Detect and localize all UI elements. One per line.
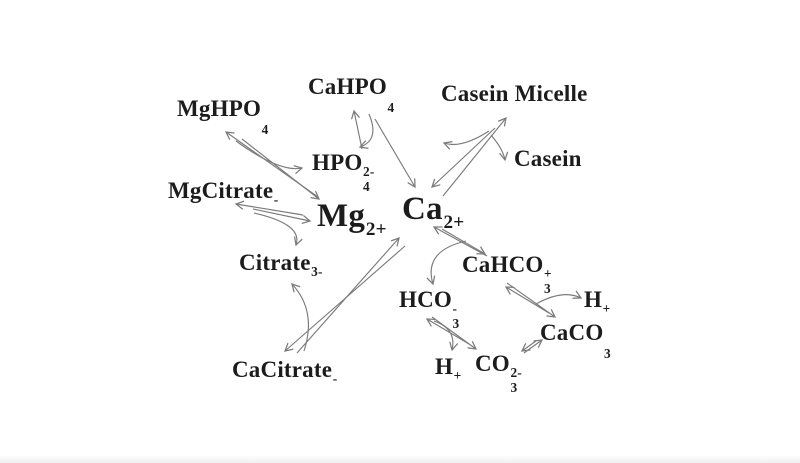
node-h-bottom: H+ [435, 355, 461, 399]
formula-sup: + [453, 368, 462, 383]
formula-base: HPO [312, 150, 363, 175]
formula-sup: - [273, 192, 279, 207]
formula-base: Casein Micelle [441, 81, 588, 106]
formula-base: MgHPO [177, 96, 262, 121]
formula-sub [311, 279, 323, 294]
formula-sup: 2- [510, 365, 522, 380]
arrow-branch-to-citrate [253, 212, 303, 247]
node-cacitrate: CaCitrate- [232, 358, 337, 402]
formula-base: Mg [317, 198, 366, 234]
formula-sub: 3 [544, 281, 551, 297]
formula-sup: 2- [362, 164, 375, 179]
formula-sup: + [602, 301, 611, 316]
formula-sub [366, 241, 387, 263]
arrow-branch-to-h-bottom [433, 320, 458, 352]
node-mgcitrate: MgCitrate- [168, 179, 278, 223]
formula-base: Casein [514, 146, 582, 171]
formula-base: CaHCO [462, 252, 544, 277]
node-h-right: H+ [584, 288, 610, 332]
formula-base: Citrate [239, 250, 311, 275]
formula-sub [333, 386, 338, 401]
formula-sup [262, 107, 269, 122]
formula-sub: 3 [603, 346, 611, 361]
arrow-cahpo4-to-hpo4 [358, 113, 374, 149]
formula-base: CaCO [540, 320, 604, 345]
formula-sup: 2+ [443, 211, 465, 233]
arrow-micelle-to-ca [431, 127, 496, 188]
arrow-cahpo4-to-ca [374, 118, 416, 189]
arrow-cahco3-to-ca [432, 226, 488, 257]
arrow-mgcitrate-to-mg [252, 208, 312, 224]
formula-sub: 4 [387, 100, 395, 115]
arrow-branch-to-h-right [535, 290, 583, 305]
node-hco3: HCO-3 [399, 288, 459, 332]
arrow-co3-to-hco3 [425, 318, 470, 345]
formula-sub [274, 207, 279, 222]
formula-base: CaCitrate [232, 357, 333, 382]
formula-sup: 2+ [365, 218, 387, 240]
formula-sup: 3- [311, 264, 323, 279]
formula-base: MgCitrate [168, 178, 274, 203]
node-casein-micelle: Casein Micelle [441, 82, 588, 105]
arrow-mg-to-mgcitrate [234, 200, 304, 216]
formula-sup [387, 85, 394, 100]
formula-base: HCO [399, 287, 452, 312]
formula-sup [604, 331, 611, 346]
formula-sub [454, 383, 462, 398]
arrow-caco3-to-cahco3 [504, 286, 550, 314]
arrow-hpo4-to-cahpo4 [351, 109, 363, 150]
node-cahco3: CaHCO+3 [462, 253, 552, 297]
formula-sub: 3 [510, 380, 518, 396]
arrow-micelle-branch-left [442, 130, 490, 150]
formula-base: H [584, 287, 603, 312]
arrow-cacitrate-to-citrate [291, 283, 310, 352]
arrow-ca-to-cacitrate [284, 245, 406, 352]
node-casein: Casein [514, 147, 582, 170]
formula-sup: - [332, 371, 338, 386]
arrow-arc-to-hco3 [426, 240, 467, 286]
arrow-branch-to-casein [490, 134, 509, 162]
formula-sup: - [452, 301, 458, 316]
formula-base: CO [475, 351, 510, 376]
formula-base: H [435, 354, 454, 379]
formula-base: Ca [402, 191, 443, 227]
formula-sub: 4 [362, 179, 370, 195]
formula-sup: + [544, 266, 552, 281]
formula-base: CaHPO [308, 74, 387, 99]
arrow-branch-to-hpo4 [235, 140, 304, 174]
arrow-caco3-to-co3 [520, 340, 537, 352]
arrow-ca-to-micelle [442, 116, 507, 197]
formula-sub: 3 [452, 316, 460, 332]
formula-sub: 4 [261, 122, 269, 137]
arrow-mghpo4-to-mg [241, 138, 321, 200]
